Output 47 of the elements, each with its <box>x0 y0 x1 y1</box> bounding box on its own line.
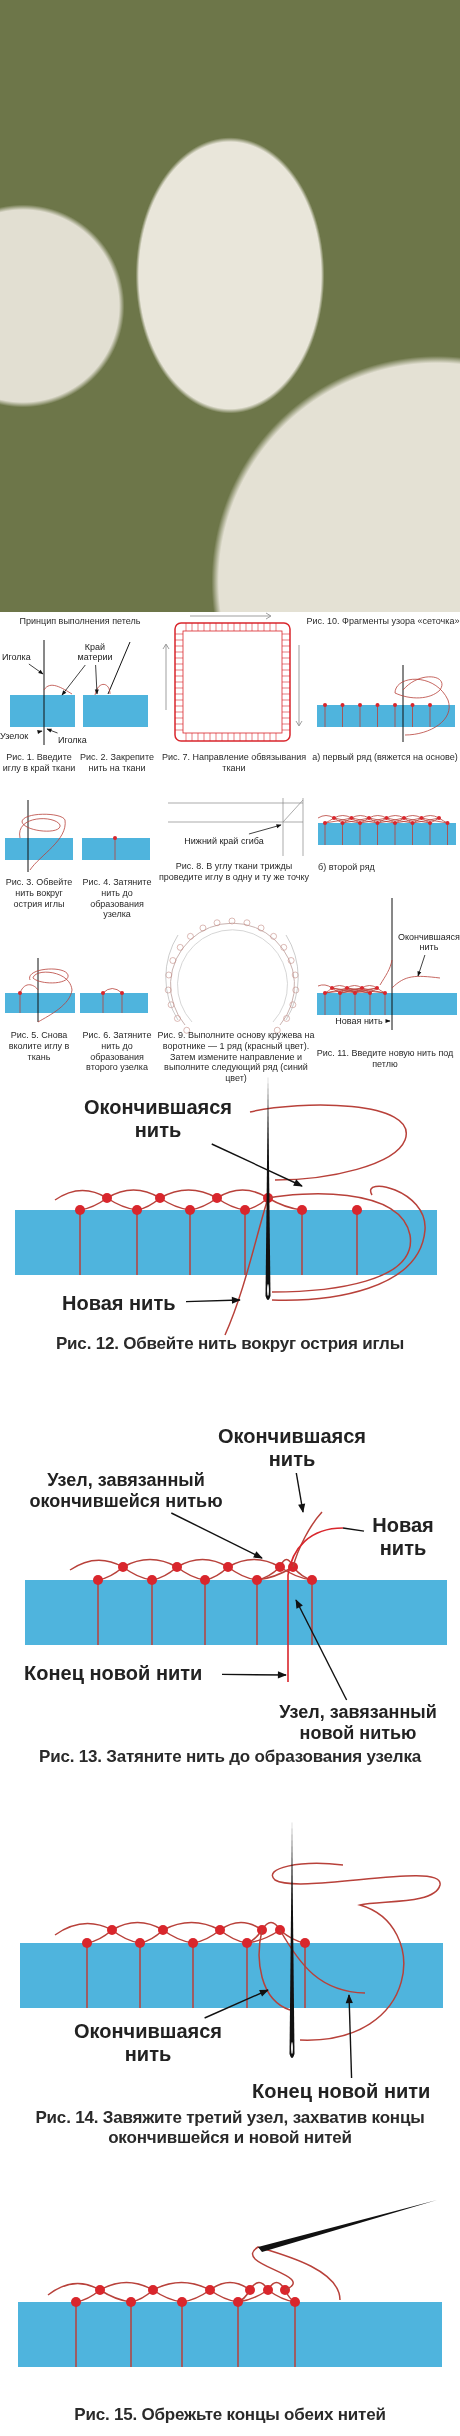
leader-line <box>345 1994 353 2079</box>
callout-label: Иголка <box>2 652 36 663</box>
figure-caption: Рис. 9. Выполните основу кружева на воротнике — 1 ряд (красный цвет). Затем измените направление и выполните следующий ряд (синий цвет) <box>156 1030 316 1084</box>
figure-caption: Рис. 10. Фрагменты узора «сеточка» <box>306 616 460 627</box>
fold-corner-drawing <box>167 797 304 857</box>
callout-label: Край материи <box>72 642 118 663</box>
leader-line <box>221 1671 287 1679</box>
leader-line <box>211 1143 303 1187</box>
callout-label: Окончившаяся нить <box>78 1096 238 1142</box>
leader-line <box>295 1599 348 1701</box>
figure-caption: Рис. 13. Затяните нить до образования узелка <box>38 1747 423 1768</box>
callout-label: Окончившаяся нить <box>68 2020 228 2066</box>
callout-label: Узел, завязанный окончившейся нитью <box>16 1470 236 1512</box>
leader-line <box>170 1512 263 1559</box>
leader-line <box>385 1019 391 1023</box>
callout-label: Конец новой нити <box>24 1662 220 1685</box>
callout-label: Узелок <box>0 731 36 742</box>
callout-label: Окончившаяся нить <box>212 1425 372 1471</box>
figure-caption: Рис. 2. Закрепите нить на ткани <box>80 752 154 774</box>
figure-caption: Рис. 12. Обвейте нить вокруг острия иглы <box>55 1334 405 1355</box>
figure-caption: Рис. 7. Направление обвязывания ткани <box>160 752 308 774</box>
leader-line <box>203 1989 269 2019</box>
figure-caption: б) второй ряд <box>318 862 376 873</box>
figure-caption: Рис. 6. Затяните нить до образования второго узелка <box>81 1030 153 1074</box>
callout-label: Новая нить <box>62 1292 184 1315</box>
figure-caption: а) первый ряд (вяжется на основе) <box>311 752 459 763</box>
figure-caption: Рис. 14. Завяжите третий узел, захватив концы окончившейся и новой нитей <box>34 2108 426 2149</box>
leader-line <box>342 1527 365 1532</box>
figure-caption: Рис. 4. Затяните нить до образования узелка <box>81 877 153 921</box>
leader-line <box>295 1472 306 1513</box>
callout-label: Окончившаяся нить <box>398 932 460 953</box>
callout-label: Иголка <box>58 735 94 746</box>
first-knot-lace-drawing <box>25 1511 447 1683</box>
figure-caption: Рис. 1. Введите иглу в край ткани <box>1 752 77 774</box>
callout-label: Новая нить <box>332 1016 386 1027</box>
figure-caption: Рис. 15. Обрежьте концы обеих нитей <box>73 2405 387 2426</box>
figure-caption: Рис. 11. Введите новую нить под петлю <box>315 1048 455 1070</box>
figure-caption: Принцип выполнения петель <box>18 616 142 627</box>
callout-label: Узел, завязанный новой нитью <box>262 1702 454 1744</box>
leader-line <box>185 1296 241 1304</box>
callout-label: Конец новой нити <box>252 2080 452 2103</box>
figure-caption: Рис. 5. Снова вколите иглу в ткань <box>7 1030 71 1063</box>
callout-label: Новая нить <box>366 1514 440 1560</box>
callout-label: Нижний край сгиба <box>178 836 270 847</box>
figure-caption: Рис. 3. Обвейте нить вокруг острия иглы <box>4 877 74 910</box>
leader-line <box>37 729 43 734</box>
figure-caption: Рис. 8. В углу ткани трижды проведите иглу в одну и ту же точку <box>158 861 310 883</box>
